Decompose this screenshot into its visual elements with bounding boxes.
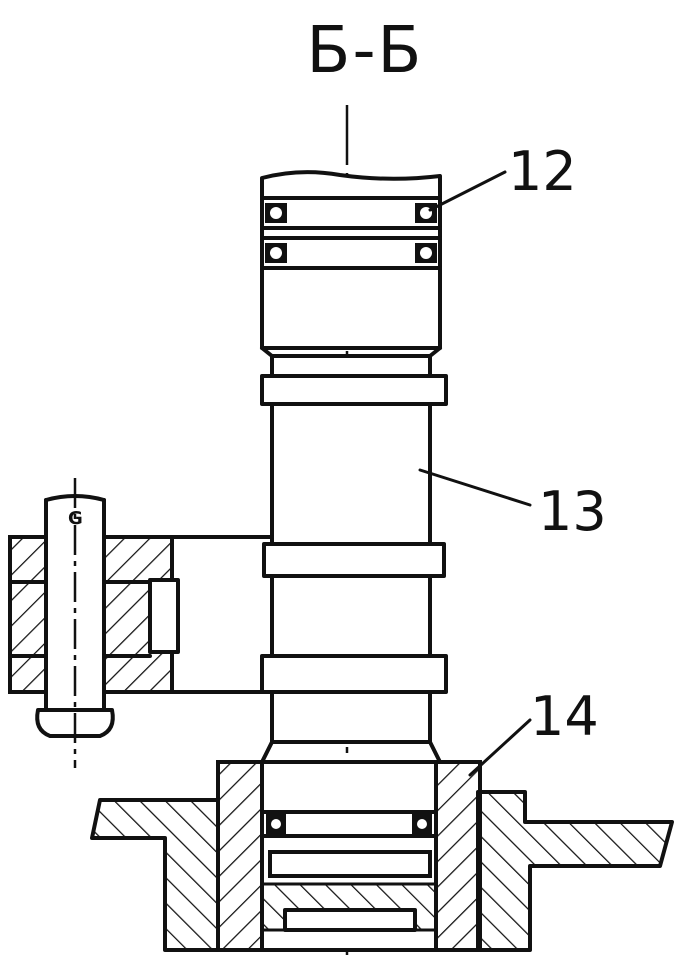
base-housing <box>90 760 674 952</box>
piston-rod <box>260 354 448 764</box>
callout-12-label: 12 <box>508 140 577 203</box>
callout-12: 12 <box>428 140 577 212</box>
callout-13-label: 13 <box>538 480 607 543</box>
piston-head <box>260 170 442 358</box>
pin-mark: G <box>68 508 83 529</box>
callout-14: 14 <box>468 685 599 777</box>
side-bracket: G <box>8 478 274 768</box>
callout-13: 13 <box>418 468 607 543</box>
section-title: Б-Б <box>307 14 424 88</box>
callout-14-label: 14 <box>530 685 599 748</box>
